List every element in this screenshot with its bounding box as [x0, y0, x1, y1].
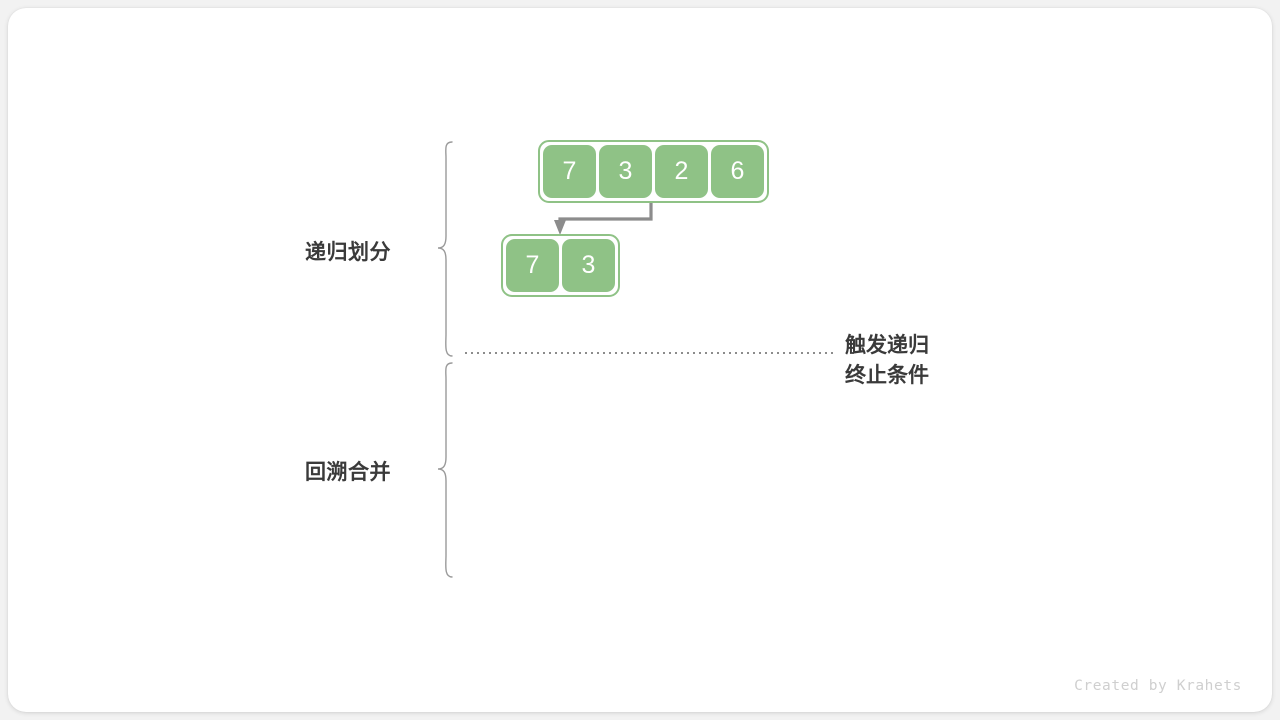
brace-divide	[437, 141, 453, 357]
annotation-line-2: 终止条件	[845, 363, 929, 387]
brace-merge	[437, 362, 453, 578]
split-arrow	[554, 199, 653, 235]
section-label-divide: 递归划分	[305, 241, 391, 264]
array-cell: 3	[599, 145, 652, 198]
credit-text: Created by Krahets	[1074, 678, 1242, 694]
array-cell: 2	[655, 145, 708, 198]
array-cell: 7	[543, 145, 596, 198]
array-cell: 7	[506, 239, 559, 292]
annotation-line-1: 触发递归	[845, 334, 929, 357]
array-cell: 3	[562, 239, 615, 292]
recursion-base-annotation: 触发递归 终止条件	[845, 331, 929, 391]
diagram-card: 递归划分 回溯合并 7 3 2 6 7 3 触发递归 终止条件 Created …	[8, 8, 1272, 712]
section-label-merge: 回溯合并	[305, 461, 391, 484]
array-level-1: 7 3	[501, 234, 620, 297]
array-level-0: 7 3 2 6	[538, 140, 769, 203]
diagram-vector-layer	[437, 141, 836, 578]
array-cell: 6	[711, 145, 764, 198]
